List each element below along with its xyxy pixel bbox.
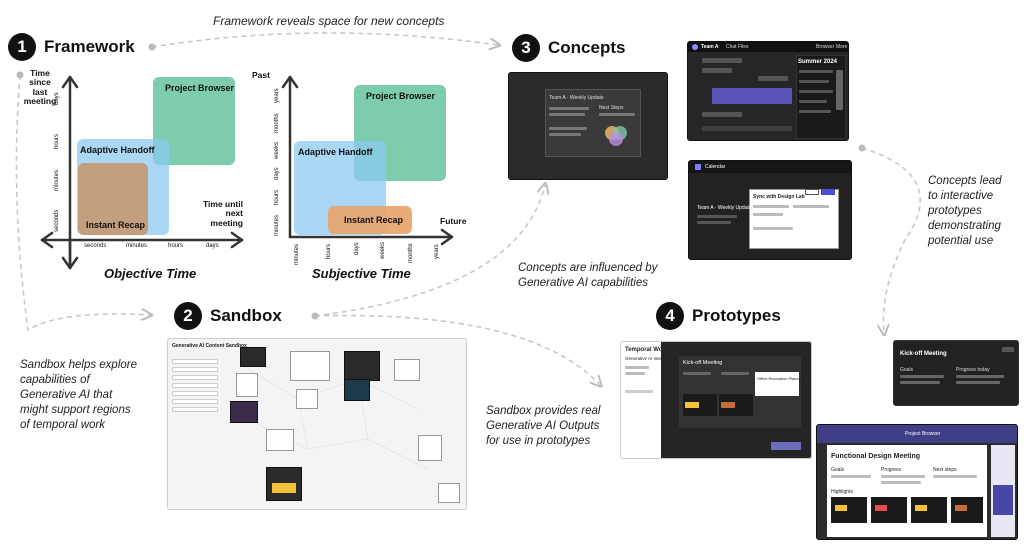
sandbox-screenshot: Generative AI Content Sandbox (167, 338, 467, 510)
ytick: hours (274, 189, 280, 205)
kickoff-title: Kick-off Meeting (900, 351, 947, 357)
browser-goals: Goals (831, 467, 845, 473)
temporal-sub: Generative AI Interface Concepts (625, 356, 692, 361)
ytick: days (274, 167, 280, 180)
region-instant-recap (78, 163, 148, 235)
team-panel-title: Summer 2024 (798, 59, 838, 65)
weekly-title: Team A · Weekly Update (549, 95, 604, 101)
xtick: hours (168, 243, 184, 249)
ytick: hours (54, 133, 60, 149)
xtick: months (408, 243, 414, 263)
prototype-kickoff-screenshot: Kick-off Meeting Goals Progress today (893, 340, 1019, 406)
step-concepts: 3 Concepts (512, 34, 625, 62)
team-tab-chat[interactable]: Chat (726, 44, 737, 50)
xtick: days (354, 242, 360, 255)
step-title: Framework (44, 37, 135, 56)
subjective-time-chart: Project Browser Adaptive Handoff Instant… (252, 65, 470, 285)
ytick: seconds (54, 209, 60, 232)
xtick: minutes (126, 243, 148, 249)
step-number: 1 (8, 33, 36, 61)
arrow-framework-to-sandbox (15, 74, 150, 332)
arrow-sandbox-to-concepts (314, 185, 545, 317)
step-number: 4 (656, 302, 684, 330)
note-sandbox-provides: Sandbox provides real Generative AI Outp… (486, 405, 601, 447)
chart2-axes (281, 75, 454, 246)
xtick: hours (326, 243, 332, 259)
team-title: Team A (701, 44, 719, 50)
arrow-sandbox-to-prototypes (314, 314, 600, 385)
calendar-weekly: Team A · Weekly Update (697, 205, 752, 211)
xtick: seconds (84, 243, 107, 249)
ytick: minutes (274, 214, 280, 236)
temporal-side: Office Relocation Planning (757, 376, 805, 381)
concept-weekly-update-screenshot: Team A · Weekly Update Next Steps (508, 72, 668, 180)
step-sandbox: 2 Sandbox (174, 302, 282, 330)
chart2-ylabel: Past (252, 70, 270, 80)
sandbox-title: Generative AI Content Sandbox (172, 343, 247, 349)
xtick: years (434, 244, 440, 259)
chart1-axes (40, 75, 244, 270)
step-title: Concepts (548, 38, 626, 57)
label-instant-recap: Instant Recap (344, 215, 404, 225)
chart1-caption: Objective Time (104, 266, 197, 281)
chart2-xlabel: Future (440, 216, 467, 226)
calendar-event: Sync with Design Lab (753, 194, 805, 200)
xtick: weeks (380, 241, 386, 259)
team-more[interactable]: More (836, 44, 848, 50)
kickoff-progress: Progress today (956, 367, 990, 373)
region-instant-recap (328, 206, 412, 234)
prototype-project-browser-screenshot: Project Browser Functional Design Meetin… (816, 424, 1018, 540)
label-adaptive-handoff: Adaptive Handoff (80, 145, 155, 155)
label-instant-recap: Instant Recap (86, 220, 146, 230)
team-tab-files[interactable]: Files (738, 44, 749, 50)
concept-calendar-screenshot: Calendar Sync with Design Lab Team A · W… (688, 160, 852, 260)
browser-highlights: Highlights (831, 489, 853, 495)
prototype-temporal-work-screenshot: Temporal Work in Meetings Generative AI … (620, 341, 812, 459)
step-title: Sandbox (210, 306, 282, 325)
step-title: Prototypes (692, 306, 781, 325)
kickoff-goals: Goals (900, 367, 914, 373)
ytick: days (54, 92, 60, 105)
chart1-ylabel: Time since last meeting (23, 68, 57, 107)
calendar-title: Calendar (705, 164, 726, 170)
browser-title: Functional Design Meeting (831, 453, 921, 460)
ytick: months (274, 113, 280, 133)
browser-header: Project Browser (905, 431, 941, 437)
note-sandbox-helps: Sandbox helps explore capabilities of Ge… (20, 359, 137, 431)
arrow-framework-to-concepts (151, 32, 498, 47)
step-framework: 1 Framework (8, 33, 135, 61)
xtick: days (206, 243, 219, 249)
objective-time-chart: Project Browser Adaptive Handoff Instant… (24, 65, 250, 285)
browser-next: Next steps (933, 467, 957, 473)
temporal-card: Kick-off Meeting (683, 360, 723, 366)
ytick: years (274, 88, 280, 103)
concept-team-screenshot: Team A Chat Files Browser More Summer 20… (687, 41, 849, 141)
weekly-next: Next Steps (599, 105, 624, 111)
step-number: 2 (174, 302, 202, 330)
step-number: 3 (512, 34, 540, 62)
xtick: minutes (294, 243, 300, 265)
label-project-browser: Project Browser (366, 91, 436, 101)
label-project-browser: Project Browser (165, 83, 235, 93)
chart2-caption: Subjective Time (312, 266, 411, 281)
ytick: weeks (274, 141, 280, 159)
top-note: Framework reveals space for new concepts (213, 14, 445, 28)
label-adaptive-handoff: Adaptive Handoff (298, 147, 373, 157)
arrow-concepts-to-prototypes (861, 147, 921, 333)
note-concepts-influenced: Concepts are influenced by Generative AI… (518, 262, 658, 289)
browser-progress: Progress (881, 467, 902, 473)
ytick: minutes (54, 169, 60, 191)
note-concepts-lead: Concepts lead to interactive prototypes … (928, 175, 1002, 247)
team-browser[interactable]: Browser (816, 44, 835, 50)
chart1-xlabel: Time until next meeting (203, 199, 243, 228)
step-prototypes: 4 Prototypes (656, 302, 781, 330)
